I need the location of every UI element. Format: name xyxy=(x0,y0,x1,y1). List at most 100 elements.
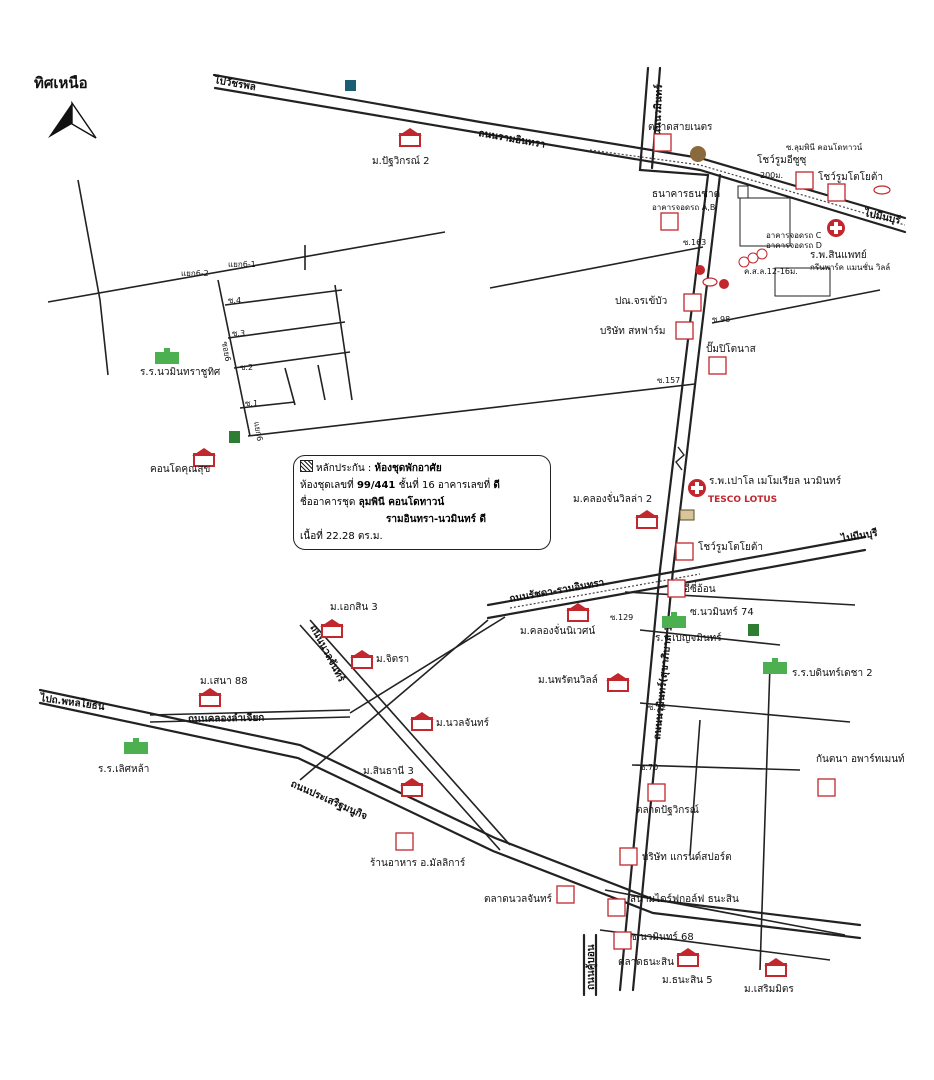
village-icon xyxy=(676,948,700,967)
place-label-isuzu: โชว์รูมอีซูซุ xyxy=(757,153,807,166)
road-label-soi-129: ซ.129 xyxy=(610,613,633,622)
building-label: อาคารเลขที่ xyxy=(437,480,491,491)
school-icon xyxy=(155,348,179,364)
floor-number: 16 xyxy=(421,480,435,491)
place-label-jittra: ม.จิตรา xyxy=(376,654,409,665)
school-icon xyxy=(662,612,686,628)
place-label-sainet-market: ตลาดสายเนตร xyxy=(648,122,713,133)
place-label-kantana: กันตนา อพาร์ทเมนท์ xyxy=(816,753,905,765)
place-label-pattawikorn-market: ตลาดปัฐวิกรณ์ xyxy=(636,804,699,816)
north-arrow-icon xyxy=(48,100,97,139)
hospital-icon xyxy=(688,479,706,497)
north-label: ทิศเหนือ xyxy=(34,74,88,92)
area-label: เนื้อที่ xyxy=(300,531,323,542)
map-icons xyxy=(124,80,891,977)
seven-eleven-icon xyxy=(748,624,759,636)
road-network xyxy=(38,66,907,997)
road-label-to-minburi-1: ไปมีนบุรี xyxy=(862,206,902,227)
road-label-to-minburi-2: ไปมีนบุรี xyxy=(839,526,879,545)
esso-icon xyxy=(702,277,718,287)
place-labels: ม.ปัฐวิกรณ์ 2 ตลาดสายเนตร โชว์รูมอีซูซุ … xyxy=(98,122,905,995)
place-label-nawamin-school: ร.ร.นวมินทราชูทิศ xyxy=(140,367,221,378)
place-label-parking-c: อาคารจอดรถ C xyxy=(766,231,822,240)
road-label-soi-1: ซ.1 xyxy=(245,399,258,408)
road-label-yaek-6: แยก6 xyxy=(252,421,264,442)
tesco-lotus-logo: TESCO LOTUS xyxy=(708,495,778,505)
place-label-khlong-chan-niwet: ม.คลองจั่นนิเวศน์ xyxy=(520,623,595,637)
road-label-soi-2: ซ.2 xyxy=(240,363,253,372)
place-label-post-office: ปณ.จรเข้บัว xyxy=(615,295,667,307)
place-label-toyota-1: โชว์รูมโตโยต้า xyxy=(818,170,883,183)
place-label-thanasin-5: ม.ธนะสิน 5 xyxy=(662,975,713,986)
gas-station-icon xyxy=(719,279,729,289)
place-label-khlong-chan-villa: ม.คลองจั่นวิลล่า 2 xyxy=(573,491,652,505)
road-label-yaek-6-1: แยก6-1 xyxy=(228,260,256,269)
esso-icon xyxy=(873,185,891,195)
road-label-khu-bon: ถนนคู้บอน xyxy=(585,944,598,990)
collateral-info-box: หลักประกัน : ห้องชุดพักอาศัย ห้องชุดเลขท… xyxy=(293,455,551,550)
bank-logo-icon xyxy=(345,80,356,91)
seven-eleven-icon xyxy=(229,431,240,443)
place-label-thanachart: ธนาคารธนชาต xyxy=(652,189,720,200)
place-label-parking-d: อาคารจอดรถ D xyxy=(766,241,822,250)
place-label-200m: 200ม. xyxy=(760,171,783,180)
floor-label: ชั้นที่ xyxy=(398,480,419,491)
area-unit: ตร.ม. xyxy=(357,531,383,542)
village-icon xyxy=(198,688,222,707)
place-label-petronas: ปั๊มปิโตนาส xyxy=(706,341,756,355)
village-icon xyxy=(606,673,630,692)
info-row-unit: ห้องชุดเลขที่ 99/441 ชั้นที่ 16 อาคารเลข… xyxy=(300,477,544,494)
place-label-sena-88: ม.เสนา 88 xyxy=(200,676,248,687)
hospital-icon xyxy=(827,219,845,237)
place-label-grand-sport: บริษัท แกรนด์สปอร์ต xyxy=(642,851,732,863)
condo-label: ชื่ออาคารชุด xyxy=(300,497,356,508)
road-label-soi-4: ซ.4 xyxy=(228,296,241,305)
school-icon xyxy=(763,658,787,674)
road-label-nawamin-north: ถนนนวมินทร์ xyxy=(651,84,665,143)
road-label-soi-70: ซ.70 xyxy=(640,763,658,772)
place-label-road-width: ค.ส.ล.12-16ม. xyxy=(744,267,798,276)
village-icon xyxy=(635,510,659,529)
place-label-restaurant: ร้านอาหาร อ.มัลลิการ์ xyxy=(370,857,466,869)
info-row-area: เนื้อที่ 22.28 ตร.ม. xyxy=(300,528,544,545)
place-label-golf-range: สนามไดร์ฟกอล์ฟ ธนะสิน xyxy=(630,893,739,905)
place-label-lertla-school: ร.ร.เลิศหล้า xyxy=(98,763,149,775)
place-label-sinpat-hospital: ร.พ.สินแพทย์ xyxy=(810,249,867,261)
road-label-soi-6: ซอย6 xyxy=(220,341,232,362)
info-row-condo-2: รามอินทรา-นวมินทร์ ดี xyxy=(300,511,544,528)
info-row-condo: ชื่ออาคารชุด ลุมพินี คอนโดทาวน์ xyxy=(300,494,544,511)
village-icon xyxy=(566,603,590,622)
place-label-toyota-2: โชว์รูมโตโยต้า xyxy=(698,540,763,553)
condo-name-1: ลุมพินี คอนโดทาวน์ xyxy=(358,497,445,508)
road-label-soi-98: ซ.98 xyxy=(712,315,730,324)
road-label-prasert: ถนนประเสริฐมนูกิจ xyxy=(288,778,369,824)
info-row-collateral: หลักประกัน : ห้องชุดพักอาศัย xyxy=(300,460,544,477)
village-icon xyxy=(410,712,434,731)
place-label-sinthani-3: ม.สินธานี 3 xyxy=(363,765,414,777)
place-label-nuanchan-market: ตลาดนวลจันทร์ xyxy=(484,893,553,905)
road-label-soi-157: ซ.157 xyxy=(657,376,680,385)
village-icon xyxy=(400,778,424,797)
place-label-green-park: กรีนพาร์ค แมนชั่น วิลล์ xyxy=(810,261,890,272)
collateral-label: หลักประกัน : xyxy=(316,463,375,474)
place-markers xyxy=(395,133,846,950)
numbered-marker-3 xyxy=(756,248,768,260)
school-icon xyxy=(124,738,148,754)
condo-name-2: รามอินทรา-นวมินทร์ ดี xyxy=(386,514,486,525)
numbered-marker-1 xyxy=(738,256,750,268)
building-number: ดี xyxy=(493,480,500,491)
place-label-pattawikorn-2: ม.ปัฐวิกรณ์ 2 xyxy=(372,155,430,167)
unit-number: 99/441 xyxy=(356,480,396,491)
numbered-marker-2 xyxy=(747,252,759,264)
market-square-icon xyxy=(690,146,706,162)
food-court-icon xyxy=(679,509,695,521)
place-label-lumpini-soi: ซ.ลุมพินี คอนโดทาวน์ xyxy=(786,142,863,152)
place-label-eksin-3: ม.เอกสิน 3 xyxy=(330,602,378,613)
place-label-easy-on: อีซี่อ้อน xyxy=(684,581,716,595)
place-label-sahafarm: บริษัท สหฟาร์ม xyxy=(600,325,665,337)
place-label-nuanchan-village: ม.นวลจันทร์ xyxy=(436,717,490,729)
place-label-bodindecha-2: ร.ร.บดินทร์เดชา 2 xyxy=(792,667,873,679)
village-icon xyxy=(398,128,422,147)
place-label-khunsuk-condo: คอนโดคุณสุข xyxy=(150,462,210,475)
road-label-lam-chiak: ถนนคลองลำเจียก xyxy=(188,712,265,725)
